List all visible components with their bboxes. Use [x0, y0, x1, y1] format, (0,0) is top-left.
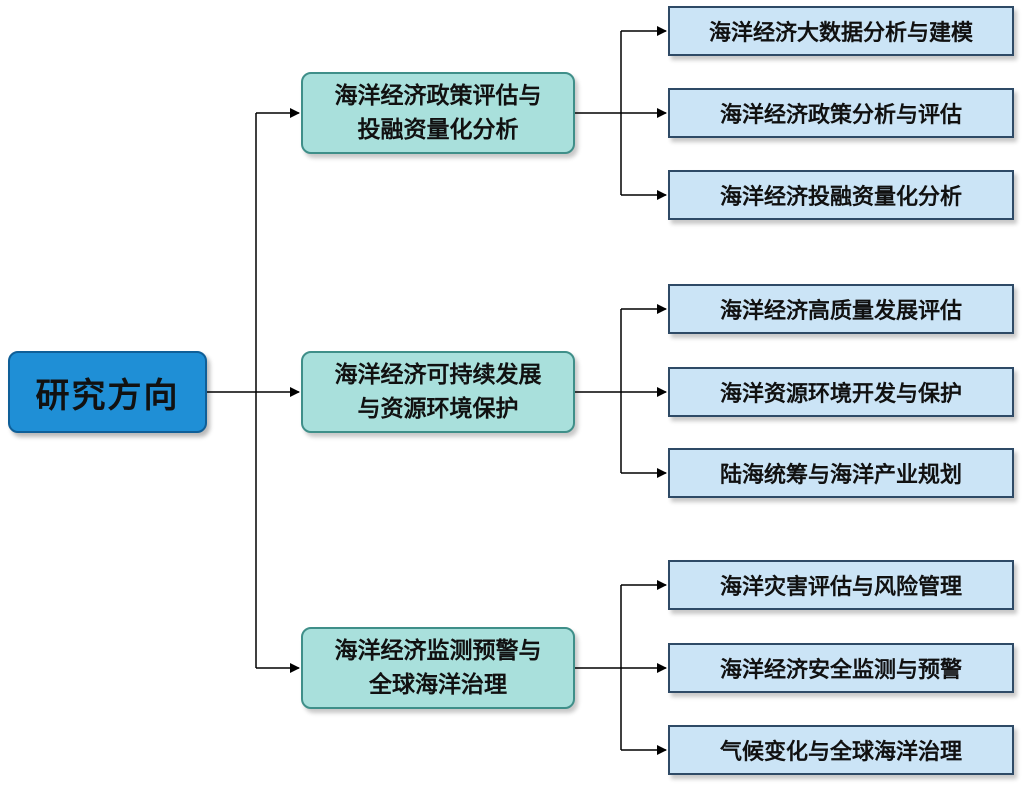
leaf-label: 海洋资源环境开发与保护 — [719, 382, 962, 407]
root-node: 研究方向 — [8, 351, 207, 433]
leaf-label: 海洋经济高质量发展评估 — [719, 299, 962, 324]
branch-node-monitoring-governance: 海洋经济监测预警与 全球海洋治理 — [301, 627, 575, 709]
leaf-node: 陆海统筹与海洋产业规划 — [668, 448, 1014, 498]
leaf-node: 气候变化与全球海洋治理 — [668, 725, 1014, 775]
leaf-label: 海洋经济投融资量化分析 — [719, 185, 962, 210]
branch-label-line-1: 海洋经济政策评估与 — [334, 83, 542, 109]
branch-node-policy-evaluation: 海洋经济政策评估与 投融资量化分析 — [301, 72, 575, 154]
leaf-label: 海洋经济大数据分析与建模 — [708, 21, 973, 46]
branch-label-line-1: 海洋经济可持续发展 — [334, 362, 542, 388]
branch-label-line-2: 与资源环境保护 — [357, 396, 519, 422]
leaf-label: 陆海统筹与海洋产业规划 — [719, 463, 962, 488]
leaf-node: 海洋经济政策分析与评估 — [668, 88, 1014, 138]
leaf-node: 海洋灾害评估与风险管理 — [668, 560, 1014, 610]
leaf-node: 海洋经济投融资量化分析 — [668, 170, 1014, 220]
root-label: 研究方向 — [35, 375, 180, 416]
branch-label-line-2: 投融资量化分析 — [357, 117, 519, 143]
leaf-label: 海洋经济政策分析与评估 — [719, 103, 962, 128]
leaf-node: 海洋资源环境开发与保护 — [668, 367, 1014, 417]
branch-node-sustainable-development: 海洋经济可持续发展 与资源环境保护 — [301, 351, 575, 433]
leaf-node: 海洋经济大数据分析与建模 — [668, 6, 1014, 56]
leaf-node: 海洋经济高质量发展评估 — [668, 284, 1014, 334]
leaf-label: 气候变化与全球海洋治理 — [719, 740, 962, 765]
branch-label-line-2: 全球海洋治理 — [369, 672, 507, 698]
branch-label-line-1: 海洋经济监测预警与 — [334, 638, 542, 664]
leaf-label: 海洋灾害评估与风险管理 — [719, 575, 962, 600]
leaf-label: 海洋经济安全监测与预警 — [719, 658, 962, 683]
leaf-node: 海洋经济安全监测与预警 — [668, 643, 1014, 693]
